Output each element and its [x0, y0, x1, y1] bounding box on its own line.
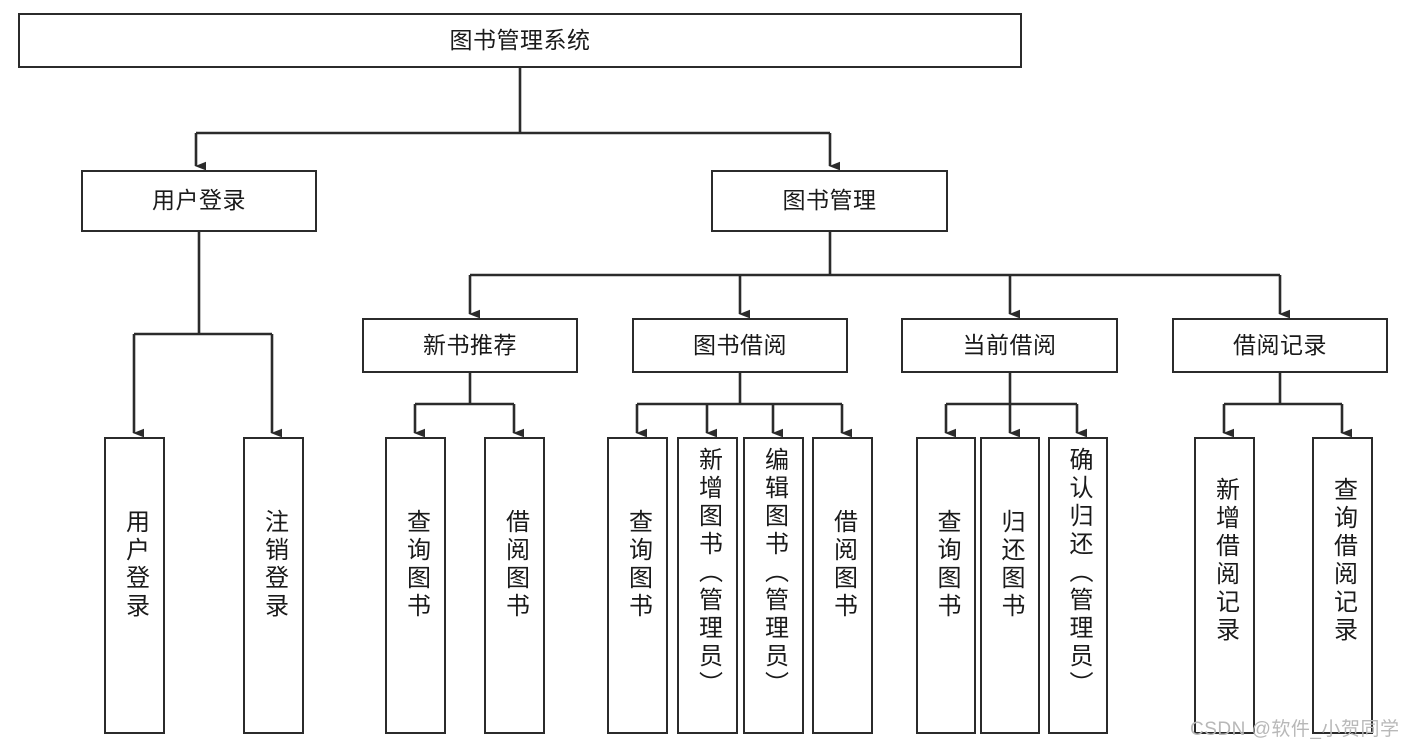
node-user-login[interactable]: 用户登录	[81, 170, 317, 232]
leaf-confirm-return[interactable]: 确认归还（管理员）	[1048, 437, 1108, 734]
node-book-management[interactable]: 图书管理	[711, 170, 948, 232]
leaf-edit-book[interactable]: 编辑图书（管理员）	[743, 437, 804, 734]
leaf-user-login[interactable]: 用户登录	[104, 437, 165, 734]
csdn-watermark: CSDN @软件_小贺同学	[1190, 719, 1400, 740]
leaf-query-book-3[interactable]: 查询图书	[916, 437, 976, 734]
node-book-borrow-label: 图书借阅	[693, 331, 787, 358]
node-root[interactable]: 图书管理系统	[18, 13, 1022, 68]
leaf-return-book[interactable]: 归还图书	[980, 437, 1040, 734]
leaf-query-record-label: 查询借阅记录	[1329, 477, 1357, 645]
leaf-edit-book-label: 编辑图书（管理员）	[760, 447, 788, 699]
leaf-borrow-book-2[interactable]: 借阅图书	[812, 437, 873, 734]
node-book-borrow[interactable]: 图书借阅	[632, 318, 848, 373]
leaf-query-book-1[interactable]: 查询图书	[385, 437, 446, 734]
leaf-add-record-label: 新增借阅记录	[1211, 477, 1239, 645]
leaf-return-book-label: 归还图书	[997, 509, 1024, 621]
node-new-book-recommend[interactable]: 新书推荐	[362, 318, 578, 373]
leaf-logout-label: 注销登录	[260, 509, 288, 621]
leaf-borrow-book-1-label: 借阅图书	[501, 509, 529, 621]
leaf-query-book-2-label: 查询图书	[624, 509, 652, 621]
node-borrow-record[interactable]: 借阅记录	[1172, 318, 1388, 373]
leaf-borrow-book-1[interactable]: 借阅图书	[484, 437, 545, 734]
node-current-borrow[interactable]: 当前借阅	[901, 318, 1118, 373]
node-borrow-record-label: 借阅记录	[1233, 331, 1327, 358]
leaf-query-book-3-label: 查询图书	[933, 509, 960, 621]
node-user-login-label: 用户登录	[152, 187, 246, 214]
node-current-borrow-label: 当前借阅	[962, 331, 1057, 358]
leaf-user-login-label: 用户登录	[121, 509, 149, 621]
leaf-logout[interactable]: 注销登录	[243, 437, 304, 734]
leaf-query-record[interactable]: 查询借阅记录	[1312, 437, 1373, 734]
node-new-book-recommend-label: 新书推荐	[423, 331, 517, 358]
leaf-add-record[interactable]: 新增借阅记录	[1194, 437, 1255, 734]
leaf-confirm-return-label: 确认归还（管理员）	[1065, 447, 1092, 699]
leaf-query-book-1-label: 查询图书	[402, 509, 430, 621]
node-book-management-label: 图书管理	[782, 187, 877, 214]
node-root-label: 图书管理系统	[449, 26, 591, 53]
leaf-add-book[interactable]: 新增图书（管理员）	[677, 437, 738, 734]
leaf-add-book-label: 新增图书（管理员）	[694, 447, 722, 699]
leaf-borrow-book-2-label: 借阅图书	[829, 509, 857, 621]
leaf-query-book-2[interactable]: 查询图书	[607, 437, 668, 734]
